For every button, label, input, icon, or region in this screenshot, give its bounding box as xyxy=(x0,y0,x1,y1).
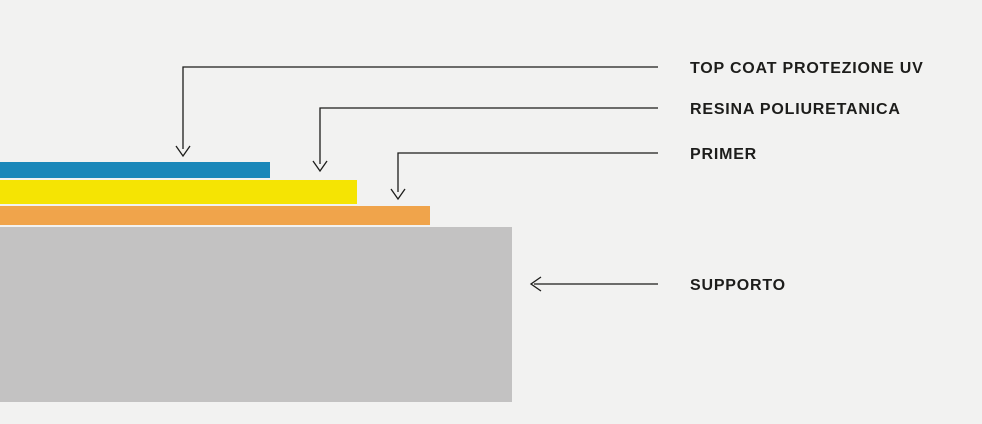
leader-line-resina xyxy=(319,107,658,164)
label-supporto: SUPPORTO xyxy=(690,277,786,294)
arrow-down-icon xyxy=(175,145,191,158)
label-resina-poliuretanica: RESINA POLIURETANICA xyxy=(690,101,901,118)
arrow-down-icon xyxy=(390,188,406,201)
leader-line-top-coat xyxy=(182,66,658,149)
leader-line-primer xyxy=(397,152,658,192)
label-top-coat: TOP COAT PROTEZIONE UV xyxy=(690,60,924,77)
layer-top-coat xyxy=(0,162,270,178)
arrow-left-icon xyxy=(529,276,542,292)
layer-primer xyxy=(0,206,430,225)
layer-resina-poliuretanica xyxy=(0,180,357,204)
label-primer: PRIMER xyxy=(690,146,757,163)
arrow-down-icon xyxy=(312,160,328,173)
layer-supporto xyxy=(0,227,512,402)
